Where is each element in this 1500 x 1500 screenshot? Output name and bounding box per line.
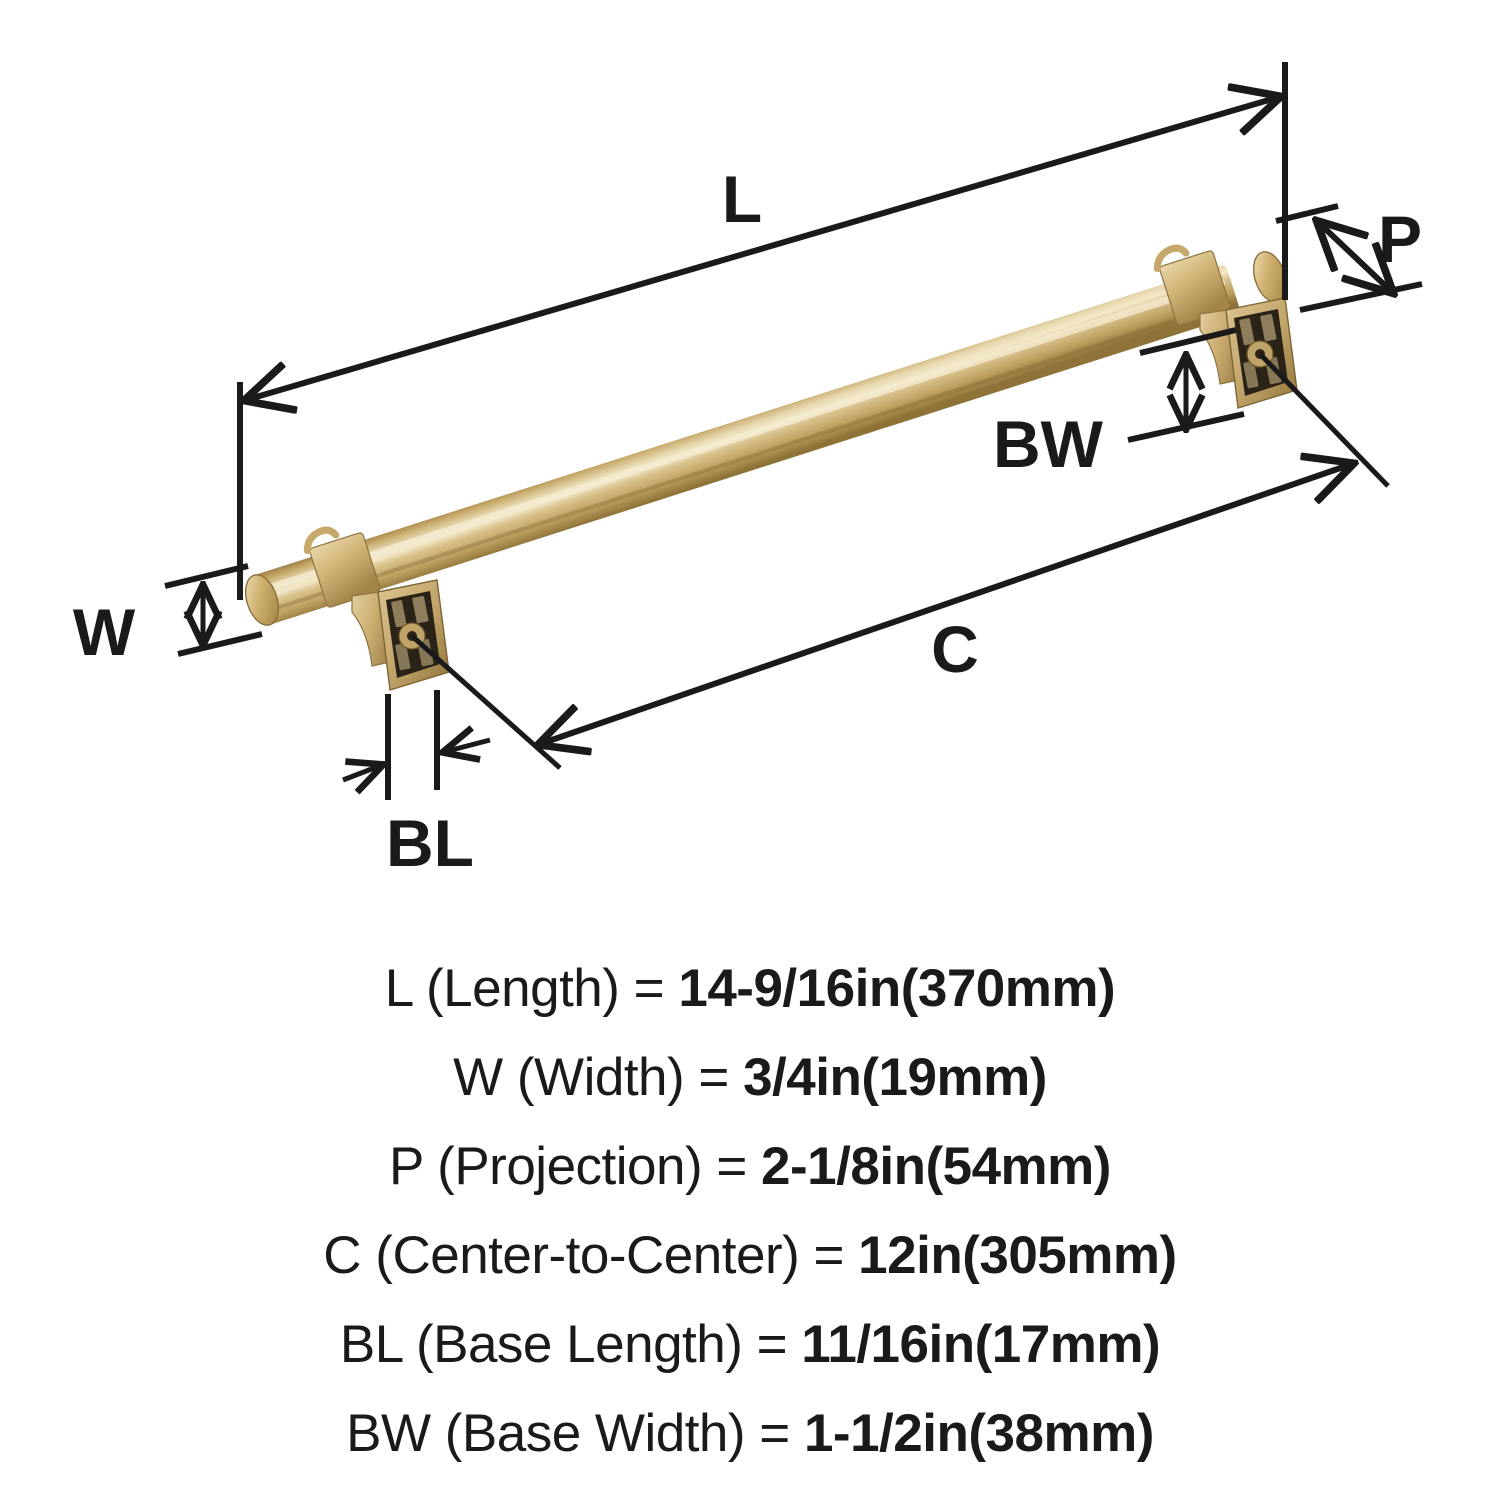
projection-dimension-label: P	[1378, 202, 1422, 276]
spec-label-center-to-center: C (Center-to-Center) =	[323, 1226, 859, 1285]
base-length-arrow-right	[444, 740, 491, 752]
spec-label-length: L (Length) =	[384, 959, 679, 1018]
left-base-plate-slot-3	[395, 643, 411, 671]
base-width-dimension-label: BW	[993, 407, 1104, 481]
specification-list: L (Length) = 14-9/16in(370mm) W (Width) …	[0, 930, 1500, 1500]
spec-row-projection: P (Projection) = 2-1/8in(54mm)	[0, 1122, 1500, 1211]
left-post-collar-ridge	[303, 526, 340, 555]
spec-row-length: L (Length) = 14-9/16in(370mm)	[0, 944, 1500, 1033]
center-to-center-leader-right	[1258, 352, 1390, 488]
spec-label-width: W (Width) =	[453, 1048, 744, 1107]
spec-label-base-width: BW (Base Width) =	[346, 1404, 804, 1463]
spec-row-center-to-center: C (Center-to-Center) = 12in(305mm)	[0, 1211, 1500, 1300]
spec-row-base-length: BL (Base Length) = 11/16in(17mm)	[0, 1300, 1500, 1389]
projection-extension-top	[1275, 203, 1339, 224]
spec-label-projection: P (Projection) =	[389, 1137, 762, 1196]
projection-dimension: P	[1275, 202, 1423, 313]
base-length-dimension-label: BL	[386, 806, 474, 880]
spec-value-center-to-center: 12in(305mm)	[858, 1226, 1177, 1285]
base-width-extension-top	[1139, 327, 1237, 356]
left-post-base-plate	[377, 579, 450, 691]
center-to-center-dimension-label: C	[931, 612, 979, 686]
spec-value-width: 3/4in(19mm)	[743, 1048, 1047, 1107]
length-dimension-label: L	[722, 162, 762, 236]
spec-value-base-length: 11/16in(17mm)	[801, 1315, 1161, 1374]
left-mounting-post	[303, 526, 450, 691]
length-dimension: L	[240, 62, 1285, 600]
left-base-plate-slot-2	[412, 595, 429, 624]
base-length-arrow-left	[342, 765, 382, 780]
handle-bar-left-end-cap	[244, 574, 280, 626]
product-dimension-illustration: L W P BW	[72, 62, 1423, 880]
width-dimension-label: W	[73, 595, 136, 669]
spec-label-base-length: BL (Base Length) =	[339, 1315, 802, 1374]
left-base-plate-slot-1	[391, 600, 407, 628]
base-length-dimension: BL	[342, 690, 491, 880]
length-dimension-line	[246, 97, 1279, 400]
spec-row-base-width: BW (Base Width) = 1-1/2in(38mm)	[0, 1389, 1500, 1478]
center-to-center-dimension-line	[540, 464, 1352, 744]
spec-value-projection: 2-1/8in(54mm)	[761, 1137, 1111, 1196]
spec-row-width: W (Width) = 3/4in(19mm)	[0, 1033, 1500, 1122]
projection-dimension-line	[1318, 222, 1392, 292]
spec-value-base-width: 1-1/2in(38mm)	[803, 1404, 1154, 1463]
center-to-center-dimension: C	[410, 352, 1390, 770]
width-dimension: W	[73, 563, 263, 669]
spec-value-length: 14-9/16in(370mm)	[678, 959, 1116, 1018]
width-extension-top	[164, 563, 249, 589]
